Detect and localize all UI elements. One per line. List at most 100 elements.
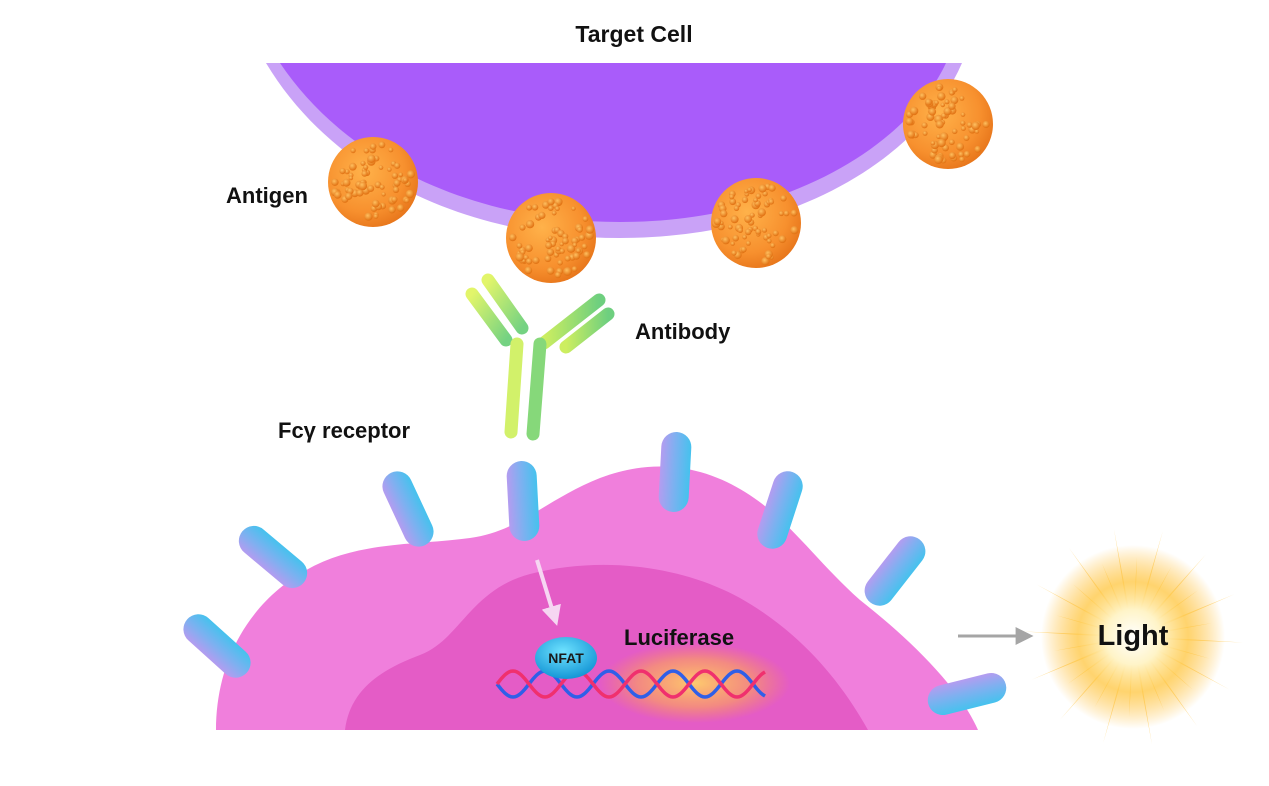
antigen — [711, 178, 801, 268]
fc-gamma-receptor — [757, 471, 803, 549]
antigen-bump — [575, 248, 581, 254]
antigen-bump — [766, 238, 772, 244]
antigen-bump — [363, 164, 369, 170]
antigen-bump — [525, 220, 535, 229]
antigen-bump — [564, 255, 571, 262]
antigen-bump — [555, 246, 561, 252]
target-cell-label: Target Cell — [575, 21, 692, 47]
antigen-bump — [730, 215, 739, 224]
antigen-bump — [918, 92, 927, 100]
antigen-bump — [732, 234, 739, 242]
antigen-bump — [744, 228, 752, 236]
antigen-bump — [921, 122, 928, 129]
antigen-bump — [742, 234, 747, 240]
antigen-bump — [388, 147, 394, 153]
antigen-bump — [333, 191, 342, 199]
antigen-bump — [348, 162, 357, 171]
antigen-bump — [727, 224, 733, 230]
fc-gamma-receptor — [927, 672, 1007, 716]
antigen-bump — [790, 209, 798, 217]
fc-gamma-receptor — [183, 614, 251, 678]
antigen-bump — [966, 122, 973, 128]
antigen-bump — [394, 162, 401, 169]
antigen-bump — [948, 102, 956, 110]
antigen-bump — [925, 98, 932, 106]
antigen-bump — [934, 155, 943, 164]
antigen-bump — [364, 212, 373, 221]
antigen-bump — [761, 227, 768, 233]
antigen-bump — [740, 246, 747, 253]
antigen-bump — [928, 108, 937, 116]
antigen-bump — [937, 92, 946, 101]
antigen-sphere — [711, 178, 801, 268]
light-burst — [1023, 528, 1243, 746]
antigen-bump — [546, 248, 555, 256]
fc-gamma-receptor — [382, 471, 434, 547]
fc-gamma-receptor-label: Fcγ receptor — [278, 418, 410, 443]
antigen-bump — [755, 228, 762, 235]
antigen-bump — [778, 235, 787, 244]
antigen-bump — [959, 156, 965, 163]
antigen-bump — [348, 175, 354, 181]
antigen-bump — [934, 100, 939, 105]
antigen-sphere — [328, 137, 418, 227]
antigen-bump — [974, 145, 982, 153]
antigen-bump — [405, 189, 415, 199]
antigen-bump — [393, 179, 401, 187]
antigen-bump — [563, 267, 572, 276]
antigen-bump — [963, 135, 970, 141]
antigen-bump — [744, 189, 749, 194]
antibody-heavy-chain-left — [465, 287, 513, 347]
antigen-bump — [768, 184, 776, 192]
antigen-bump — [358, 181, 368, 191]
antigen-bump — [778, 210, 784, 217]
antigen-bump — [519, 224, 526, 231]
antigen-bump — [721, 236, 730, 245]
antigen-bump — [331, 178, 339, 186]
antigen-bump — [544, 255, 552, 263]
nfat-label: NFAT — [548, 650, 584, 666]
antigen-bump — [745, 240, 751, 246]
signal-arrow — [535, 559, 561, 626]
antigen-bump — [526, 204, 533, 211]
antigen-bump — [744, 215, 752, 223]
fc-gamma-receptor — [506, 461, 540, 541]
antigen-bump — [551, 210, 557, 216]
antigen-bump — [940, 102, 946, 108]
antigen-bump — [907, 130, 915, 139]
antigen-bump — [939, 132, 949, 141]
antigen-bump — [554, 271, 562, 279]
antigen-bump — [753, 197, 758, 203]
antigen-bump — [982, 120, 990, 129]
antigen — [506, 193, 596, 283]
antigen-bump — [373, 213, 379, 219]
antigen-bump — [571, 237, 579, 245]
antigen-bump — [557, 259, 563, 266]
antigen-bump — [937, 138, 946, 148]
antigen-bump — [758, 184, 767, 193]
antigen-bump — [949, 90, 955, 96]
dna-strand-red — [495, 669, 766, 699]
antigen-bump — [344, 169, 350, 175]
antigen-bump — [360, 160, 366, 166]
antigen-bump — [935, 120, 944, 129]
antigen-bump — [731, 250, 737, 256]
antigen-bump — [345, 192, 353, 200]
antigen-bump — [741, 196, 749, 204]
antigen-bump — [768, 199, 775, 205]
antigen-bump — [948, 152, 956, 160]
antigen-bump — [356, 189, 364, 197]
antigen-bump — [581, 243, 588, 250]
antibody-label: Antibody — [635, 319, 731, 344]
antigen-bump — [371, 199, 380, 208]
antigen-bump — [936, 85, 942, 91]
antigen-bump — [720, 209, 728, 218]
nfat-transcription-factor: NFAT — [535, 637, 597, 679]
antigen-bump — [713, 217, 722, 226]
antigen-bump — [583, 251, 591, 259]
antigen-bump — [369, 143, 377, 150]
antigen-bump — [516, 242, 523, 249]
luciferase-label: Luciferase — [624, 625, 734, 650]
light-label: Light — [1098, 620, 1169, 652]
